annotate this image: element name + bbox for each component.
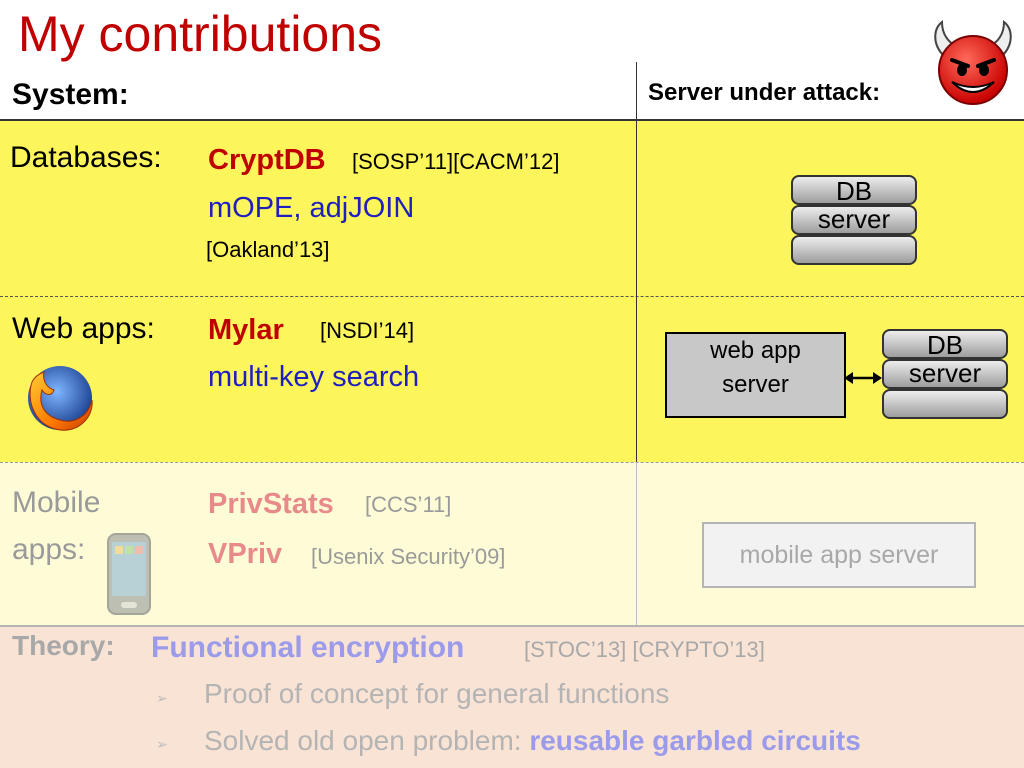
db-server-label: DB [926,330,964,360]
privstats-reference: [CCS’11] [365,492,452,517]
web-app-server-box: web app server [665,332,846,418]
theory-bullet: Proof of concept for general functions [204,678,670,709]
vpriv-reference: [Usenix Security’09] [311,544,506,569]
devil-icon [934,19,1012,105]
db-server-label: DB [835,176,873,206]
row-divider [0,625,1024,627]
mobile-app-server-box: mobile app server [702,522,976,588]
slide-title: My contributions [18,6,383,62]
cryptdb-references: [SOSP’11][CACM’12] [352,149,560,174]
subproject-mope-adjjoin: mOPE, adjJOIN [208,192,415,224]
project-functional-encryption: Functional encryption [151,631,465,664]
database-icon [791,175,917,265]
theory-band [0,626,1024,768]
header-system-label: System: [12,78,129,111]
theory-bullet: Solved old open problem: reusable garble… [204,725,861,757]
bullet-arrow-icon: ➢ [156,736,168,752]
mope-reference: [Oakland’13] [206,237,330,262]
header-server-label: Server under attack: [648,79,881,106]
bidirectional-arrow-icon [844,372,882,384]
web-app-server-label: web app [710,337,801,364]
database-icon [882,329,1008,419]
theory-label: Theory: [12,630,115,661]
db-server-label: server [908,358,982,388]
project-privstats: PrivStats [208,488,334,520]
category-mobile: Mobile apps: [12,480,100,573]
web-app-server-label: server [722,370,789,398]
category-databases: Databases: [10,141,162,174]
subproject-multikey-search: multi-key search [208,361,420,393]
category-webapps: Web apps: [12,312,155,345]
smartphone-icon [107,533,151,615]
firefox-icon [28,366,93,431]
row-divider [0,296,1024,297]
column-divider [636,462,637,625]
theory-bullet-highlight: reusable garbled circuits [529,725,861,756]
header-divider [0,119,1024,121]
project-mylar: Mylar [208,314,284,346]
bullet-arrow-icon: ➢ [156,690,168,706]
category-mobile-line: Mobile [12,486,101,519]
project-vpriv: VPriv [208,538,283,570]
mylar-reference: [NSDI’14] [320,318,415,343]
db-server-label: server [817,204,891,234]
category-mobile-line: apps: [12,532,86,566]
project-cryptdb: CryptDB [208,144,326,176]
row-divider [0,462,1024,463]
functional-encryption-references: [STOC’13] [CRYPTO’13] [524,637,765,662]
theory-bullet-text: Solved old open problem: [204,725,530,756]
column-divider [636,62,637,462]
